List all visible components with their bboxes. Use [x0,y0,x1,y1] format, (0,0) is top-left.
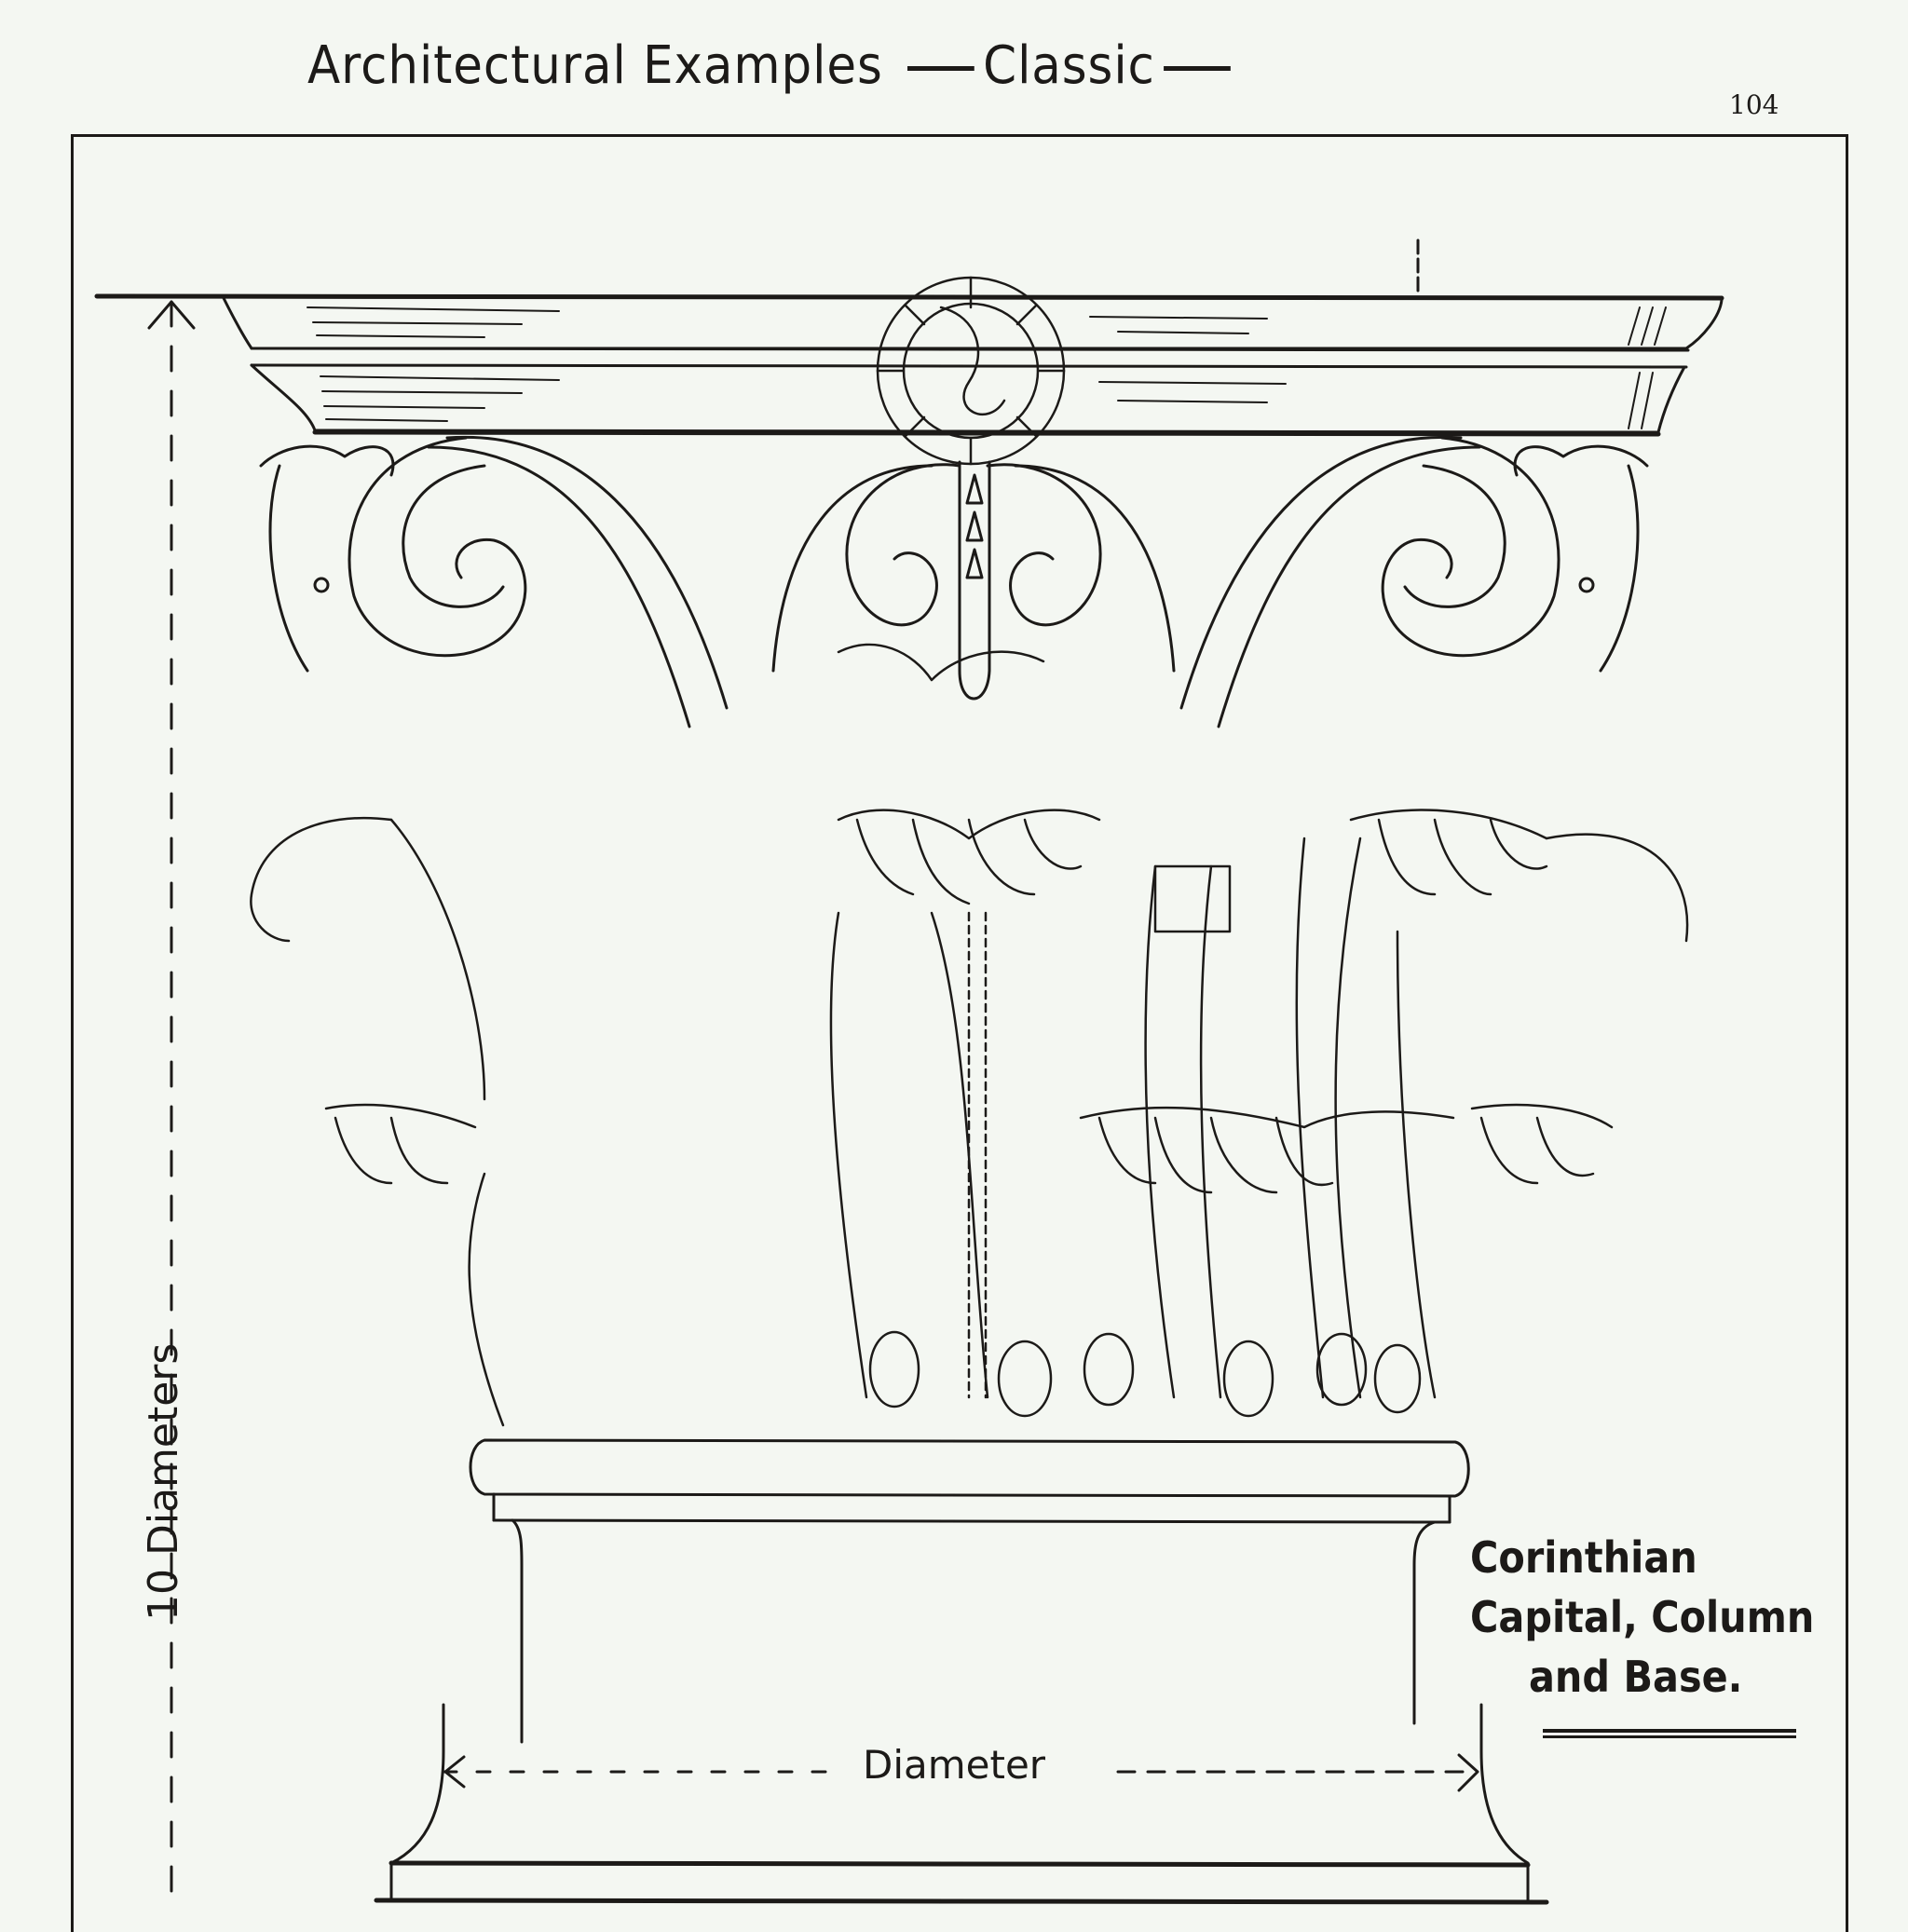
caption-double-underline [1543,1729,1796,1738]
drawing-caption: Corinthian Capital, Column and Base. [1470,1528,1814,1707]
upper-acanthus-leaves [250,643,1689,1101]
caption-line-3: and Base. [1529,1652,1743,1702]
height-dimension-line [147,300,196,1908]
width-dimension-label: Diameter [855,1742,1054,1788]
column-base [374,1860,1549,1905]
caption-line-1: Corinthian [1470,1532,1697,1583]
column-shaft [389,1518,1530,1865]
page-number: 104 [1729,89,1779,120]
height-dimension-label: 10 Diameters [140,1342,187,1621]
acanthus-body [324,837,1614,1427]
rosette-ornament [876,276,1066,466]
left-volute [259,435,729,728]
width-dimension-line [442,1753,1479,1792]
right-volute [1179,435,1649,728]
drawing-frame [71,134,1848,1932]
page-title-main: Architectural Examples [307,35,883,96]
central-helices [771,460,1176,701]
page-title: Architectural Examples Classic [307,35,1239,96]
title-dash [907,66,974,72]
title-dash [1164,66,1231,72]
caption-line-2: Capital, Column [1470,1592,1815,1642]
page-title-sub: Classic [983,35,1155,96]
astragal [469,1438,1470,1524]
top-reference-line [94,238,1724,301]
abacus [222,296,1724,437]
